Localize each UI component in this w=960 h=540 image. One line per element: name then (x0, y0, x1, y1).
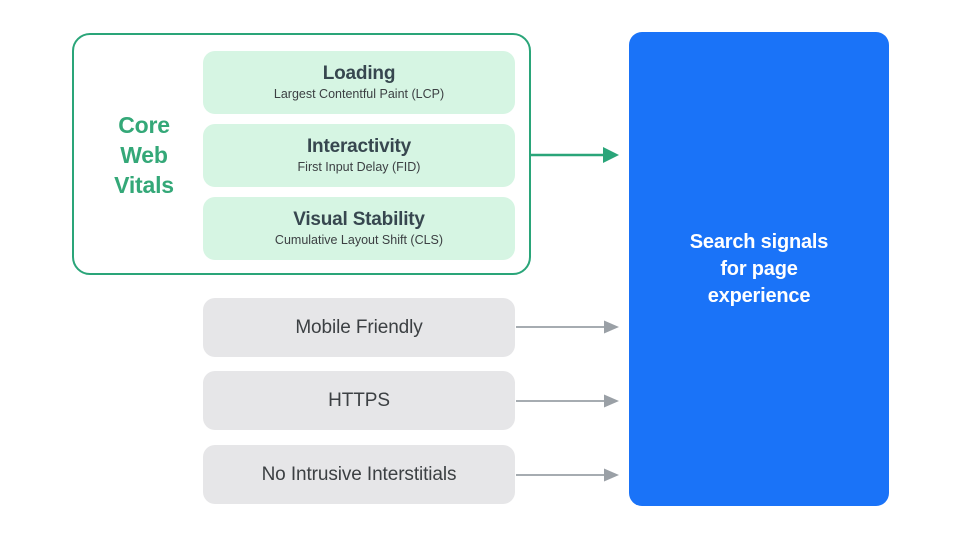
outcome-panel-title: Search signals for page experience (689, 230, 829, 307)
connector-core-web-vitals-to-outcome-arrow (531, 147, 619, 163)
signal-card-title: HTTPS (328, 390, 390, 411)
signal-card-https[interactable]: HTTPS (203, 371, 515, 430)
core-web-vitals-group (72, 33, 531, 275)
signal-card-mobile-friendly[interactable]: Mobile Friendly (203, 298, 515, 357)
metric-card-subtitle: Largest Contentful Paint (LCP) (273, 87, 445, 101)
signal-card-title: Mobile Friendly (295, 317, 423, 338)
signal-card-title: No Intrusive Interstitials (261, 464, 457, 485)
core-web-vitals-group-label: Core Web Vitals (114, 112, 174, 198)
metric-card-title: Loading (322, 63, 396, 84)
metric-card-title: Interactivity (306, 136, 412, 157)
connector-https-to-outcome-arrow (516, 394, 619, 408)
signal-card-no-intrusive-interstitials[interactable]: No Intrusive Interstitials (203, 445, 515, 504)
metric-card-subtitle: Cumulative Layout Shift (CLS) (274, 233, 444, 247)
metric-card-visual-stability[interactable]: Visual Stability Cumulative Layout Shift… (203, 197, 515, 260)
connector-no-intrusive-interstitials-to-outcome-arrow (516, 468, 619, 482)
connector-mobile-friendly-to-outcome-arrow (516, 320, 619, 334)
metric-card-title: Visual Stability (293, 209, 425, 230)
metric-card-loading[interactable]: Loading Largest Contentful Paint (LCP) (203, 51, 515, 114)
metric-card-subtitle: First Input Delay (FID) (297, 160, 421, 174)
outcome-panel-search-signals[interactable]: Search signals for page experience (629, 32, 889, 506)
metric-card-interactivity[interactable]: Interactivity First Input Delay (FID) (203, 124, 515, 187)
